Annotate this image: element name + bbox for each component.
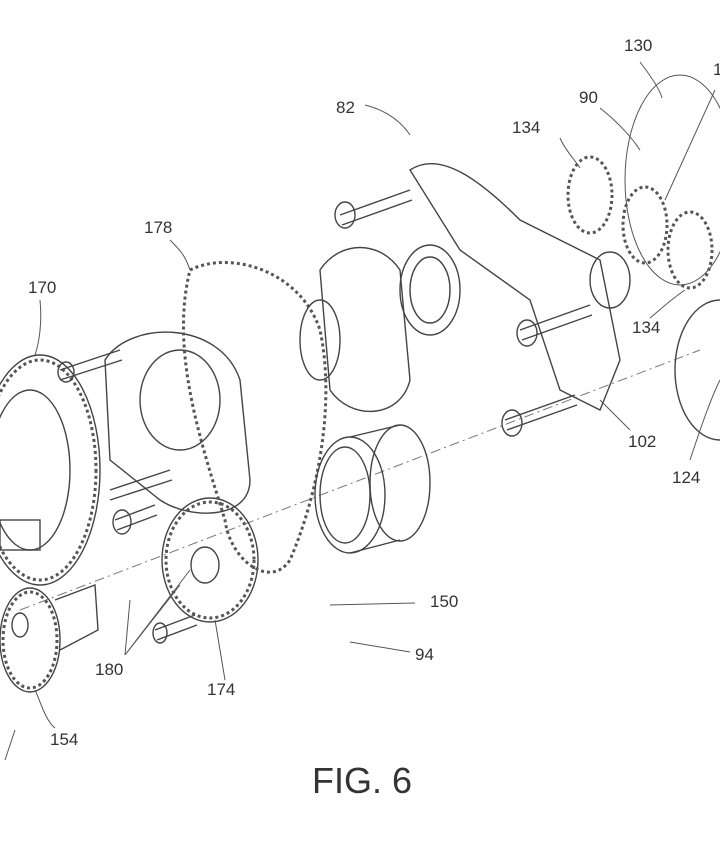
chain-178 bbox=[181, 261, 328, 574]
label-170: 170 bbox=[28, 278, 57, 297]
figure-title: FIG. 6 bbox=[312, 760, 413, 801]
center-axis-line bbox=[19, 349, 701, 611]
label-1-cropped: 1 bbox=[713, 60, 720, 79]
gears-134 bbox=[566, 155, 714, 309]
label-150: 150 bbox=[430, 592, 459, 611]
cover-plate bbox=[104, 331, 251, 514]
needle-bearing bbox=[314, 424, 431, 554]
label-94: 94 bbox=[415, 645, 434, 664]
label-174: 174 bbox=[207, 680, 236, 699]
label-154: 154 bbox=[50, 730, 79, 749]
bracket-102 bbox=[409, 163, 621, 411]
bolts bbox=[57, 189, 593, 644]
label-102: 102 bbox=[628, 432, 657, 451]
label-134-top: 134 bbox=[512, 118, 541, 137]
label-180: 180 bbox=[95, 660, 124, 679]
gear-154 bbox=[0, 584, 99, 693]
gear-170 bbox=[0, 354, 101, 586]
label-178: 178 bbox=[144, 218, 173, 237]
hub-housing bbox=[299, 246, 411, 412]
label-134-bottom: 134 bbox=[632, 318, 661, 337]
bearing-ring bbox=[399, 244, 461, 336]
label-90: 90 bbox=[579, 88, 598, 107]
label-124: 124 bbox=[672, 468, 701, 487]
label-82: 82 bbox=[336, 98, 355, 117]
label-130: 130 bbox=[624, 36, 653, 55]
sprocket-174 bbox=[161, 497, 259, 623]
part-124 bbox=[674, 299, 720, 441]
leader-lines bbox=[4, 61, 720, 761]
disk-130 bbox=[624, 74, 720, 286]
